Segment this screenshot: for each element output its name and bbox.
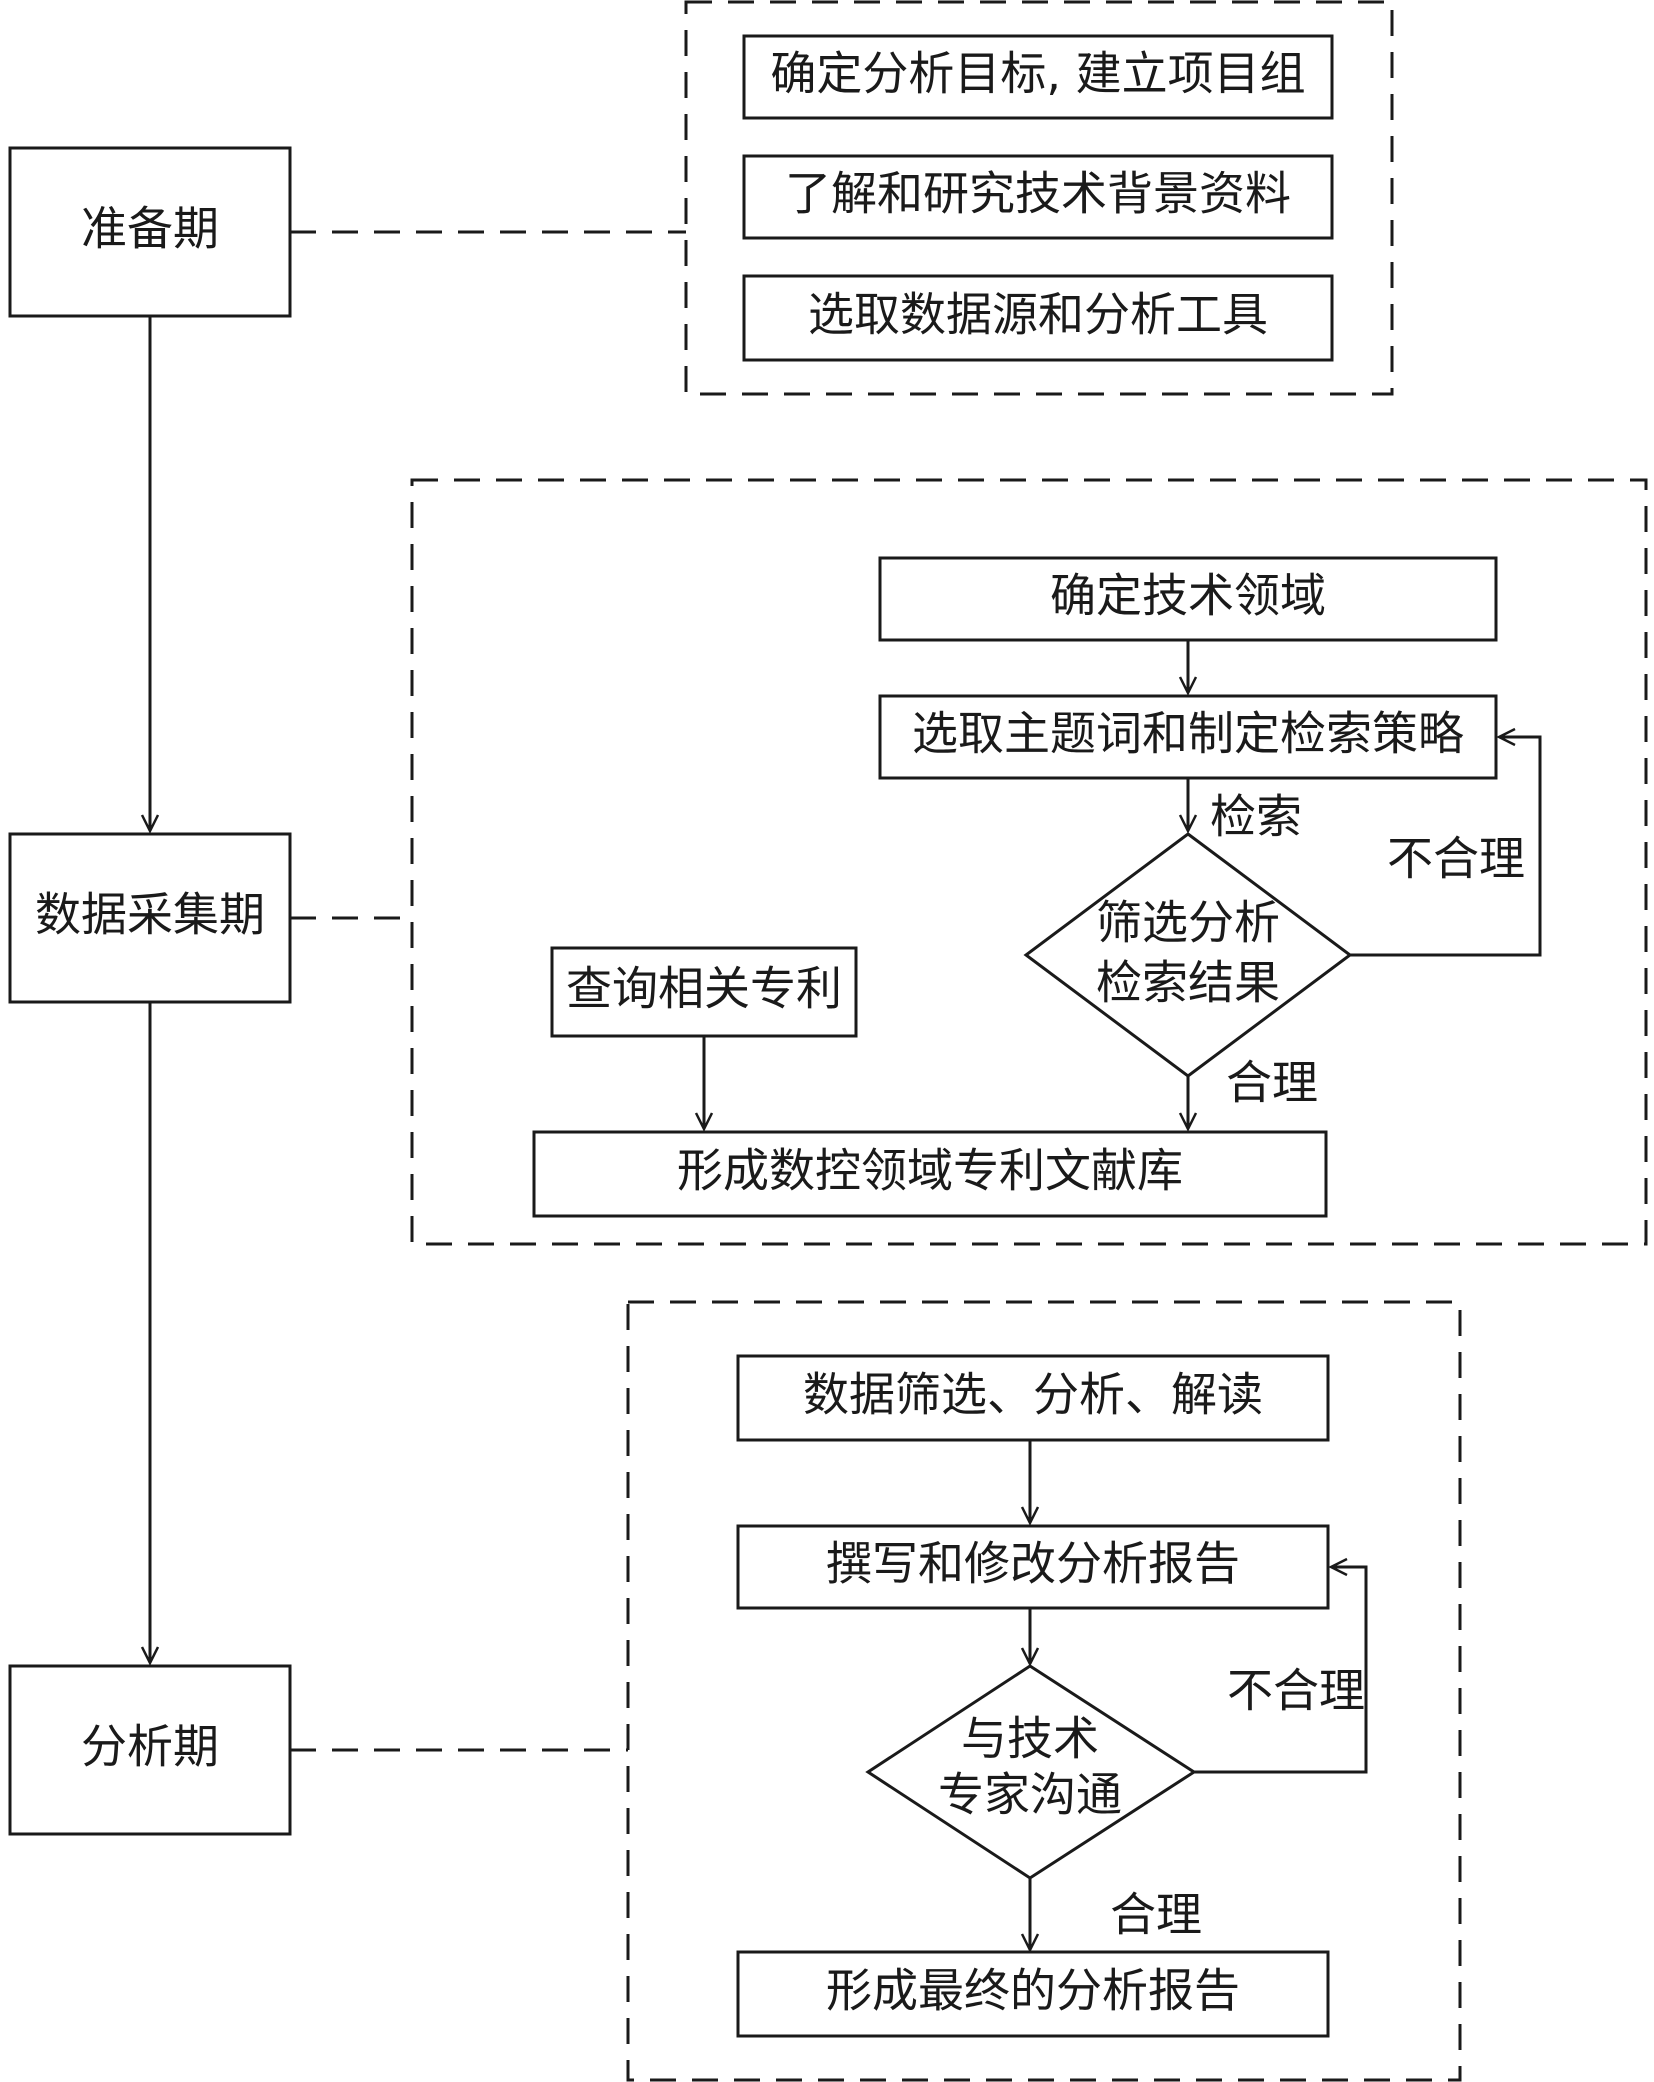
write-report-box xyxy=(736,1524,1330,1610)
expert-unreasonable-label: 不合理 xyxy=(1227,1664,1365,1718)
search-unreasonable-loop xyxy=(1350,737,1542,957)
final-report-box xyxy=(736,1950,1330,2038)
related-patents-box xyxy=(550,946,858,1038)
strategy-label: 选取主题词和制定检索策略 xyxy=(912,707,1464,761)
phase-collect-label: 数据采集期 xyxy=(35,888,265,942)
prep-group-frame xyxy=(684,0,1394,396)
phase-prep-label: 准备期 xyxy=(81,202,219,256)
write-report-label: 撰写和修改分析报告 xyxy=(826,1537,1240,1591)
interpret-box xyxy=(736,1354,1330,1442)
analysis-group-frame xyxy=(626,1300,1462,2082)
phase-analysis-box xyxy=(8,1664,292,1836)
phase-collect-box xyxy=(8,832,292,1004)
related-patents-label: 查询相关专利 xyxy=(566,962,842,1016)
phase-collect: 数据采集期 xyxy=(8,832,292,1004)
phase-prep: 准备期 xyxy=(8,146,292,318)
collect-group-frame xyxy=(410,478,1648,1246)
interpret-label: 数据筛选、分析、解读 xyxy=(803,1368,1263,1422)
expert-decision-line2: 专家沟通 xyxy=(938,1768,1122,1822)
prep-step-goal xyxy=(742,34,1334,120)
prep-step-goal-label: 确定分析目标, 建立项目组 xyxy=(770,47,1305,101)
patent-database-box xyxy=(532,1130,1328,1218)
prep-step-background xyxy=(742,154,1334,240)
prep-step-source-label: 选取数据源和分析工具 xyxy=(808,288,1268,342)
search-reasonable-label: 合理 xyxy=(1226,1056,1318,1110)
expert-decision-line1: 与技术 xyxy=(961,1712,1099,1766)
phase-prep-box xyxy=(8,146,292,318)
phase-analysis: 分析期 xyxy=(8,1664,292,1836)
tech-field-label: 确定技术领域 xyxy=(1050,569,1326,623)
phase-analysis-label: 分析期 xyxy=(81,1720,219,1774)
search-unreasonable-label: 不合理 xyxy=(1387,832,1525,886)
prep-step-source xyxy=(742,274,1334,362)
prep-step-background-label: 了解和研究技术背景资料 xyxy=(785,167,1291,221)
search-decision-line2: 检索结果 xyxy=(1096,956,1280,1010)
final-report-label: 形成最终的分析报告 xyxy=(826,1964,1240,2018)
strategy-box xyxy=(878,694,1498,780)
search-decision-line1: 筛选分析 xyxy=(1096,896,1280,950)
patent-database-label: 形成数控领域专利文献库 xyxy=(677,1144,1183,1198)
expert-unreasonable-loop xyxy=(1194,1567,1368,1774)
search-label: 检索 xyxy=(1210,790,1302,844)
expert-reasonable-label: 合理 xyxy=(1110,1888,1202,1942)
